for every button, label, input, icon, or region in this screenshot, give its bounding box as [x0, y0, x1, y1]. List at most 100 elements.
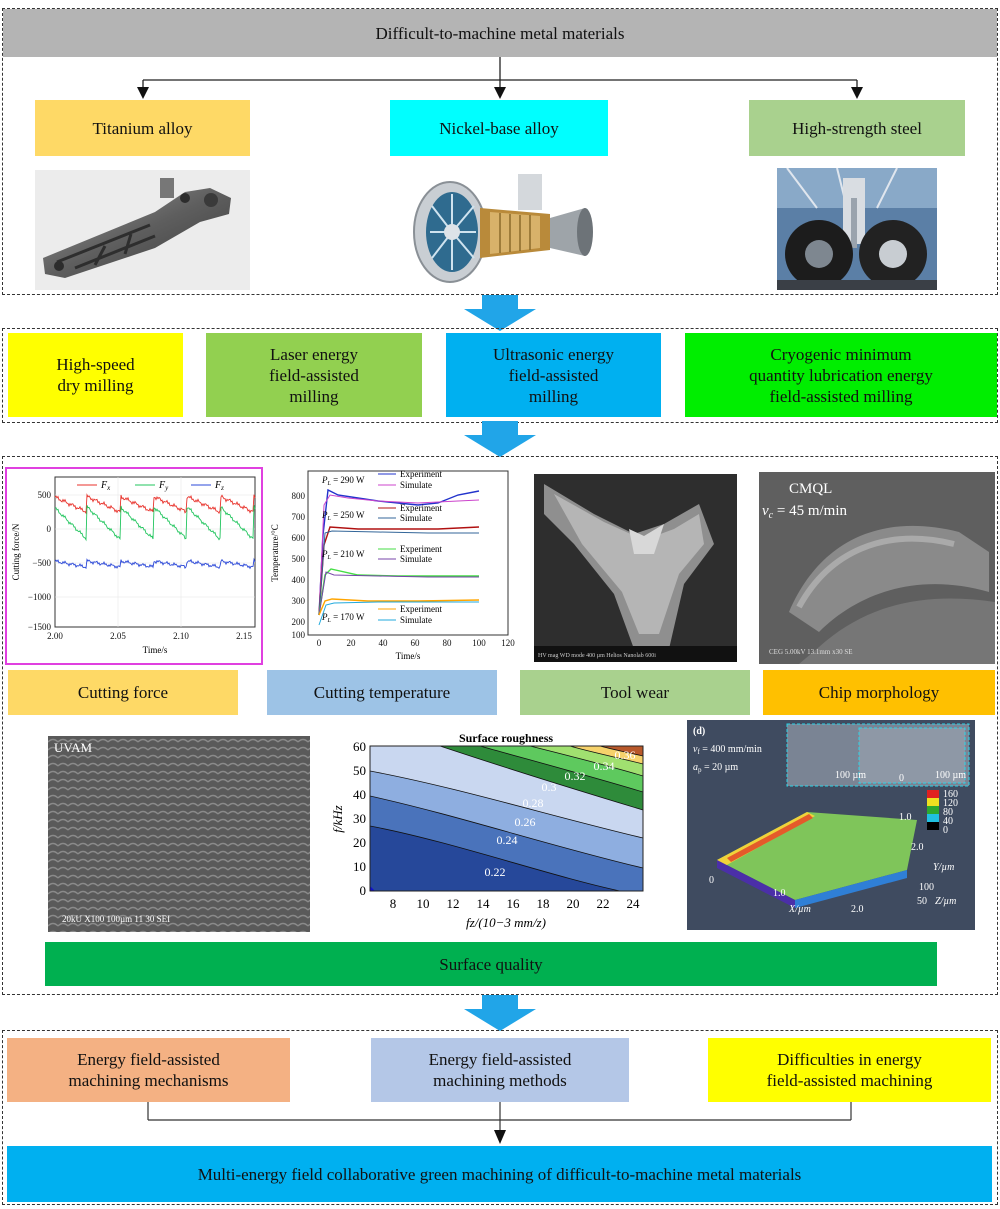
rough-xtick-10: 10: [417, 896, 430, 911]
header-title: Difficult-to-machine metal materials: [375, 23, 625, 43]
turbofan-engine-photo: [400, 168, 600, 290]
force-ytick-1: 0: [47, 524, 52, 534]
temp-sim-210: [318, 571, 479, 616]
roughness-xlabel: fz/(10−3 mm/z): [466, 915, 546, 930]
rough-xtick-24: 24: [627, 896, 641, 911]
chip-morphology-image: CMQL vc = 45 m/min CEG 5.00kV 13.1mm x30…: [759, 472, 995, 664]
cb-160: 160: [943, 789, 958, 800]
force-series-fy: [54, 505, 256, 542]
cutting-force-plot: 500 0 −500 −1000 −1500 2.00 2.05 2.10 2.…: [11, 476, 256, 655]
chip-speed: vc = 45 m/min: [762, 503, 848, 521]
surface-3d-image: (d) vf = 400 mm/min ap = 20 µm 100 µm 10…: [687, 720, 975, 930]
temp-xtick-0: 0: [317, 638, 322, 648]
force-xtick-3: 2.15: [236, 631, 252, 641]
rough-ytick-10: 10: [353, 859, 366, 874]
aspect-box-cutting-force: Cutting force: [8, 670, 238, 715]
cb-40: 40: [943, 816, 953, 827]
tool-wear-image: HV mag WD mode 400 µm Helios Nanolab 600…: [534, 474, 737, 662]
surface3d-vf: vf = 400 mm/min: [693, 744, 762, 756]
roughness-plot: Surface roughness 0.36 0.34 0.32 0.3 0.2…: [330, 731, 644, 930]
flow-arrow-1: [464, 295, 536, 331]
cb-120: 120: [943, 798, 958, 809]
rough-xtick-16: 16: [507, 896, 521, 911]
material-box-steel: High-strength steel: [749, 100, 965, 156]
temp-ytick-100: 100: [292, 630, 306, 640]
y3d-tick-2: 2.0: [911, 842, 924, 853]
temp-legend-sim-250: Simulate: [400, 513, 432, 523]
temp-power-290: PL = 290 W: [321, 475, 365, 487]
force-xtick-1: 2.05: [110, 631, 126, 641]
force-ytick-4: −1500: [28, 622, 52, 632]
force-ytick-2: −500: [32, 558, 51, 568]
tool-wear-footer: HV mag WD mode 400 µm Helios Nanolab 600…: [538, 653, 656, 659]
temp-xtick-80: 80: [443, 638, 453, 648]
header-title-box: Difficult-to-machine metal materials: [3, 9, 997, 57]
temp-xtick-120: 120: [501, 638, 515, 648]
rough-ytick-30: 30: [353, 811, 366, 826]
temp-ytick-200: 200: [292, 617, 306, 627]
rough-ytick-50: 50: [353, 763, 366, 778]
temp-power-210: PL = 210 W: [321, 549, 365, 561]
z3d-tick-100: 100: [919, 882, 934, 893]
uvam-surface-image: UVAM 20kU X100 100µm 11 30 SEI: [48, 736, 310, 932]
contour-label-036: 0.36: [615, 748, 636, 762]
temp-legend-sim-210: Simulate: [400, 554, 432, 564]
material-box-titanium: Titanium alloy: [35, 100, 250, 156]
flow-arrow-3: [464, 995, 536, 1031]
method-box-ultrasonic: Ultrasonic energy field-assisted milling: [446, 333, 661, 417]
temp-legend-exp-170: Experiment: [400, 604, 442, 614]
aspect-box-tool-wear: Tool wear: [520, 670, 750, 715]
contour-label-034: 0.34: [594, 759, 615, 773]
results-section: [2, 456, 998, 995]
temp-exp-210: [318, 568, 479, 616]
rough-xtick-12: 12: [447, 896, 460, 911]
footer-box: Multi-energy field collaborative green m…: [7, 1146, 992, 1202]
rough-xtick-18: 18: [537, 896, 550, 911]
aspect-box-chip-morphology: Chip morphology: [763, 670, 995, 715]
research-connector: [147, 1102, 852, 1144]
contour-label-032: 0.32: [565, 769, 586, 783]
research-section: [2, 1030, 998, 1205]
surface3d-scale1: 100 µm: [835, 770, 866, 781]
temp-legend-exp-210: Experiment: [400, 544, 442, 554]
force-legend-fx: Fx: [100, 480, 111, 492]
titanium-part-photo: [35, 170, 250, 290]
temperature-plot: 800 700 600 500 400 300 200 100 0 20 40 …: [270, 469, 515, 661]
force-series-fx: [54, 493, 256, 515]
cutting-force-chart: 500 0 −500 −1000 −1500 2.00 2.05 2.10 2.…: [5, 467, 263, 665]
temp-xtick-20: 20: [347, 638, 357, 648]
y3d-axis-label: Y/µm: [933, 862, 954, 873]
force-xtick-2: 2.10: [173, 631, 189, 641]
chip-footer: CEG 5.00kV 13.1mm x30 SE: [769, 648, 853, 656]
temp-legend-exp-290: Experiment: [400, 469, 442, 479]
force-ylabel: Cutting force/N: [11, 523, 21, 580]
temp-ytick-600: 600: [292, 533, 306, 543]
rough-ytick-60: 60: [353, 739, 366, 754]
method-box-laser: Laser energy field-assisted milling: [206, 333, 422, 417]
force-legend: Fx Fy Fz: [77, 480, 224, 492]
force-xtick-0: 2.00: [47, 631, 63, 641]
temp-ylabel: Temperature/°C: [270, 524, 280, 581]
materials-connector: [137, 57, 863, 99]
surface-roughness-chart: Surface roughness 0.36 0.34 0.32 0.3 0.2…: [330, 726, 655, 936]
force-ytick-0: 500: [38, 490, 52, 500]
temp-xtick-60: 60: [411, 638, 421, 648]
surface3d-colorbar: 160 120 80 40 0: [927, 789, 958, 836]
z3d-tick-50: 50: [917, 896, 927, 907]
aspect-box-cutting-temperature: Cutting temperature: [267, 670, 497, 715]
x3d-tick-0: 0: [709, 875, 714, 886]
method-box-cmql: Cryogenic minimum quantity lubrication e…: [685, 333, 997, 417]
rough-xtick-20: 20: [567, 896, 580, 911]
flow-arrow-2: [464, 421, 536, 457]
footer-label: Multi-energy field collaborative green m…: [197, 1164, 802, 1184]
rough-xtick-8: 8: [390, 896, 397, 911]
force-legend-fy: Fy: [158, 480, 169, 492]
x3d-tick-1: 1.0: [773, 888, 786, 899]
temp-legend-exp-250: Experiment: [400, 503, 442, 513]
method-box-dry-milling: High-speed dry milling: [8, 333, 183, 417]
roughness-title: Surface roughness: [459, 731, 553, 745]
rough-xtick-14: 14: [477, 896, 491, 911]
rough-ytick-0: 0: [360, 883, 367, 898]
landing-gear-photo: [777, 168, 937, 290]
temp-ytick-400: 400: [292, 575, 306, 585]
